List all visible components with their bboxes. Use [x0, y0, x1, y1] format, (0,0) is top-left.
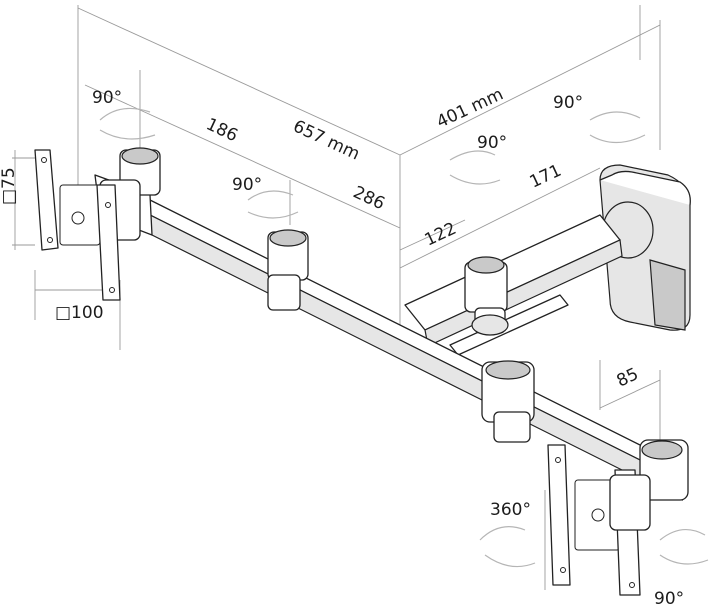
rotation-arrow-top-left [99, 107, 156, 140]
right-monitor-mount [547, 439, 689, 596]
right-front-joint [481, 360, 535, 443]
vesa-label-75: □75 [0, 167, 19, 205]
angle-label-mid-center: 90° [477, 133, 507, 153]
angle-label-bottom-right: 90° [654, 589, 684, 609]
rotation-arrow-bottom-left [479, 526, 536, 568]
rotation-arrow-mid-center [449, 150, 501, 185]
length-label-122: 122 [422, 219, 460, 251]
angle-label-top-left: 90° [92, 88, 122, 108]
rotation-arrow-mid-left [247, 190, 299, 219]
length-label-85: 85 [614, 364, 642, 391]
rotation-arrows [99, 107, 709, 568]
vesa-label-100: □100 [55, 303, 104, 323]
center-joint [464, 256, 509, 336]
length-label-286: 286 [350, 182, 388, 214]
angle-label-bottom-left: 360° [490, 500, 531, 520]
rotation-arrow-top-right [589, 111, 646, 144]
rotation-arrow-bottom-right [659, 529, 709, 565]
angle-label-mid-left: 90° [232, 175, 262, 195]
length-label-171: 171 [527, 161, 565, 193]
length-label-401mm: 401 mm [434, 84, 507, 132]
left-monitor-mount-plate [34, 149, 121, 301]
length-label-657mm: 657 mm [290, 116, 363, 164]
dimension-lines [12, 5, 661, 590]
middle-joint [267, 229, 309, 311]
angle-label-top-right: 90° [553, 93, 583, 113]
